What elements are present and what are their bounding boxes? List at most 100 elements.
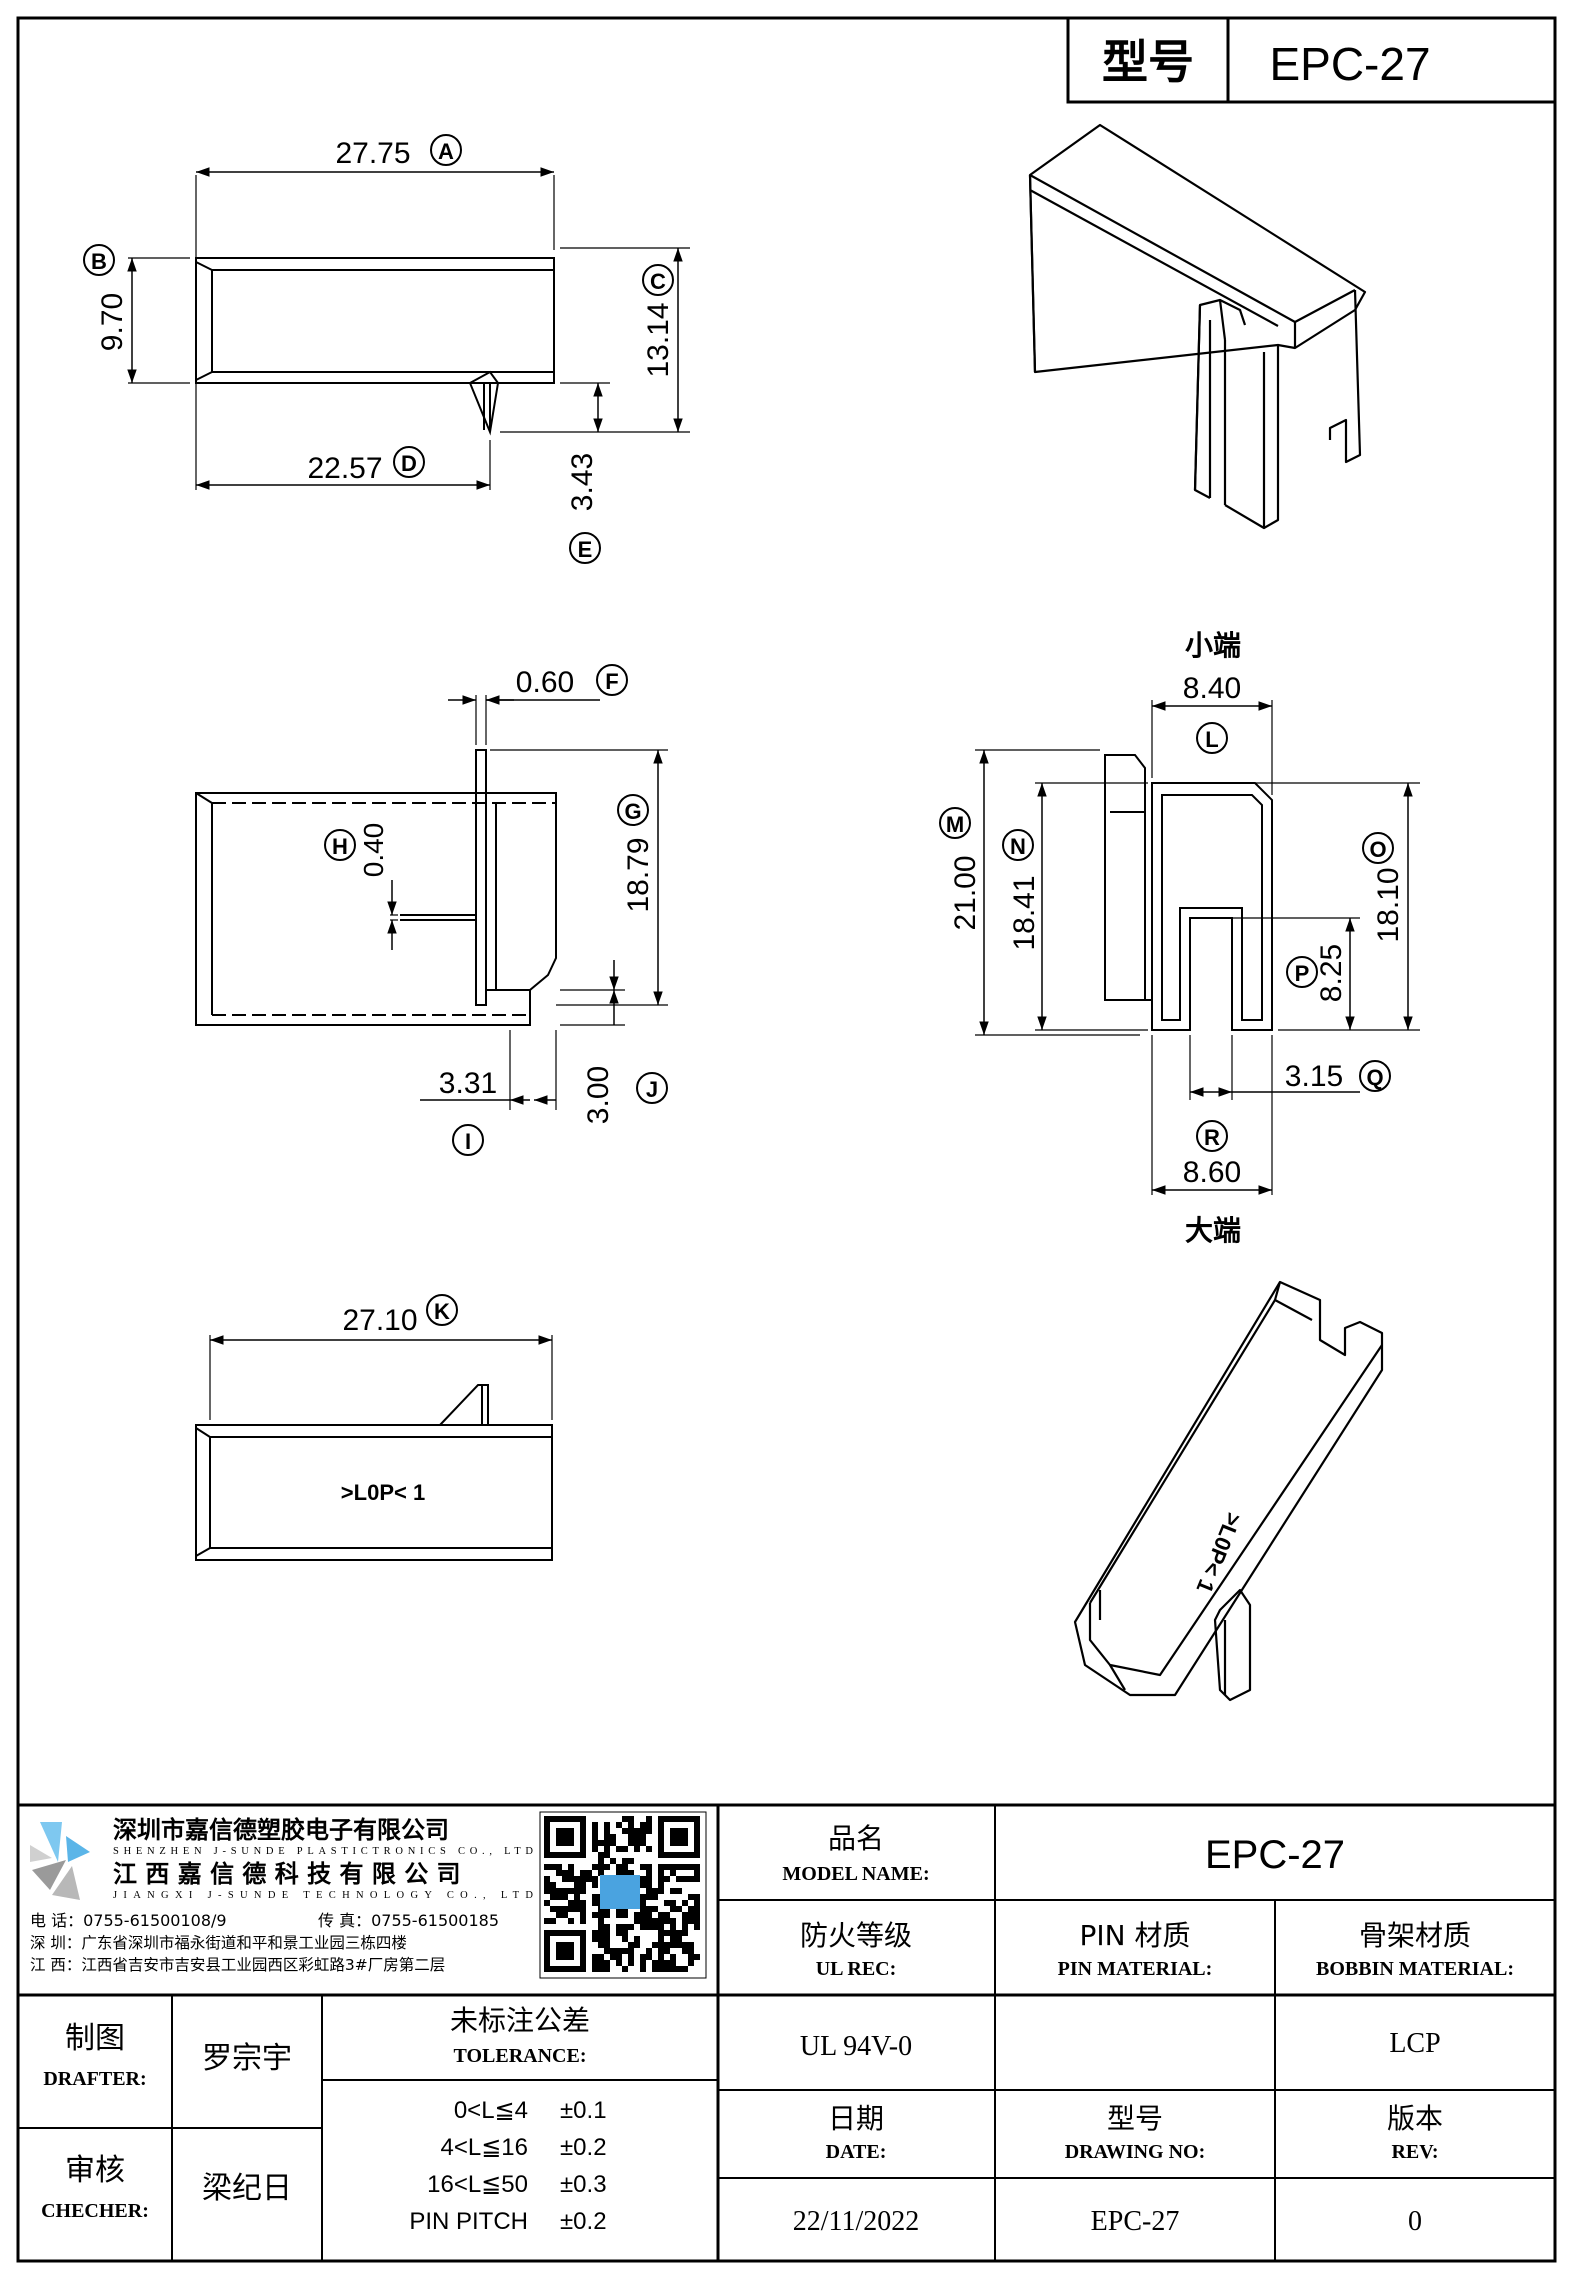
dim-L-value: 8.40 <box>1183 672 1241 705</box>
large-end-label: 大端 <box>1185 1214 1241 1247</box>
dim-A-value: 27.75 <box>335 137 410 170</box>
bobbin-material-value: LCP <box>1389 2028 1440 2059</box>
rev-cn: 版本 <box>1387 2102 1443 2135</box>
svg-text:R: R <box>1204 1125 1220 1150</box>
svg-text:Q: Q <box>1366 1065 1383 1090</box>
part-mark-iso-text: >L0P< 1 <box>1192 1509 1247 1597</box>
ul-rec-value: UL 94V-0 <box>800 2031 912 2062</box>
company-name-jx: 江 西 嘉 信 德 科 技 有 限 公 司 <box>113 1860 461 1888</box>
tolerance-value: ±0.3 <box>560 2171 607 2198</box>
dim-M-value: 21.00 <box>949 855 982 930</box>
company-address-jx: 江 西：江西省吉安市吉安县工业园西区彩虹路3#厂房第二层 <box>30 1956 445 1974</box>
checker-en: CHECHER: <box>41 2200 149 2222</box>
dim-E-label: E <box>569 532 601 564</box>
svg-text:M: M <box>946 812 964 837</box>
drawing-no-en: DRAWING NO: <box>1065 2141 1206 2163</box>
small-end-label: 小端 <box>1185 629 1241 662</box>
drawing-no-value: EPC-27 <box>1091 2206 1180 2237</box>
svg-text:A: A <box>438 139 454 164</box>
svg-text:B: B <box>91 249 107 274</box>
dim-O-value: 18.10 <box>1372 867 1405 942</box>
model-name-en: MODEL NAME: <box>782 1863 929 1885</box>
model-name-value: EPC-27 <box>1205 1833 1345 1877</box>
header-model-value: EPC-27 <box>1269 38 1430 90</box>
model-name-cn: 品名 <box>828 1822 884 1855</box>
tolerance-range: 4<L≦16 <box>440 2134 528 2161</box>
tolerance-range: PIN PITCH <box>409 2208 528 2235</box>
pin-material-cn: PIN 材质 <box>1080 1919 1191 1952</box>
dim-N-label: N <box>1002 829 1034 861</box>
svg-text:I: I <box>465 1129 471 1154</box>
title-block <box>18 1803 1555 2261</box>
dim-L-label: L <box>1196 722 1228 754</box>
dim-R-value: 8.60 <box>1183 1156 1241 1189</box>
dim-I-value: 3.31 <box>439 1067 497 1100</box>
isometric-view-bottom <box>1073 1280 1384 1702</box>
dim-H-label: H <box>324 829 356 861</box>
svg-text:H: H <box>332 834 348 859</box>
dim-H-value: 0.40 <box>358 823 389 878</box>
tolerance-range: 16<L≦50 <box>427 2171 528 2198</box>
ul-rec-cn: 防火等级 <box>800 1919 912 1952</box>
dim-G-label: G <box>617 794 649 826</box>
date-en: DATE: <box>826 2141 887 2163</box>
svg-text:J: J <box>646 1077 658 1102</box>
dim-Q-label: Q <box>1359 1060 1391 1092</box>
end-view <box>975 700 1420 1195</box>
tolerance-value: ±0.1 <box>560 2097 607 2124</box>
dim-N-value: 18.41 <box>1008 875 1041 950</box>
svg-text:P: P <box>1295 961 1310 986</box>
company-name-sz-en: SHENZHEN J-SUNDE PLASTICTRONICS CO., LTD <box>113 1846 533 1857</box>
bobbin-material-en: BOBBIN MATERIAL: <box>1316 1958 1514 1980</box>
drawing-no-cn: 型号 <box>1107 2102 1163 2135</box>
svg-text:F: F <box>605 669 618 694</box>
part-mark-text: >L0P< 1 <box>341 1480 425 1505</box>
rev-en: REV: <box>1391 2141 1438 2163</box>
company-address-sz: 深 圳：广东省深圳市福永街道和平和景工业园三栋四楼 <box>30 1934 407 1952</box>
tolerance-table: 0<L≦4 ±0.1 4<L≦16 ±0.2 16<L≦50 ±0.3 PIN … <box>409 2097 606 2235</box>
header-model-box: 型号 EPC-27 <box>1066 16 1557 104</box>
dim-B-label: B <box>83 244 115 276</box>
side-view <box>195 695 668 1110</box>
dim-C-value: 13.14 <box>642 302 675 377</box>
company-name-sz: 深圳市嘉信德塑胶电子有限公司 <box>113 1816 449 1844</box>
dim-E-value: 3.43 <box>566 453 599 511</box>
date-value: 22/11/2022 <box>793 2206 920 2237</box>
svg-text:O: O <box>1369 837 1386 862</box>
dim-K-label: K <box>426 1294 458 1326</box>
svg-text:D: D <box>401 451 417 476</box>
sheet-border <box>16 16 1557 2263</box>
checker-cn: 审核 <box>65 2153 125 2188</box>
svg-text:N: N <box>1010 834 1026 859</box>
tolerance-en: TOLERANCE: <box>454 2045 587 2067</box>
rev-value: 0 <box>1408 2206 1422 2237</box>
svg-text:L: L <box>1205 727 1218 752</box>
dim-R-label: R <box>1196 1120 1228 1152</box>
date-cn: 日期 <box>828 2102 884 2135</box>
tolerance-value: ±0.2 <box>560 2208 607 2235</box>
dim-G-value: 18.79 <box>622 837 655 912</box>
dim-M-label: M <box>939 807 971 839</box>
header-model-label: 型号 <box>1102 35 1194 89</box>
checker-value: 梁纪日 <box>202 2171 292 2206</box>
tolerance-value: ±0.2 <box>560 2134 607 2161</box>
dim-Q-value: 3.15 <box>1285 1060 1343 1093</box>
dim-B-value: 9.70 <box>96 293 129 351</box>
tolerance-range: 0<L≦4 <box>454 2097 528 2124</box>
front-view <box>127 167 690 490</box>
drafter-en: DRAFTER: <box>43 2068 146 2090</box>
dim-J-label: J <box>636 1072 668 1104</box>
dim-D-value: 22.57 <box>307 452 382 485</box>
drafter-value: 罗宗宇 <box>202 2041 292 2076</box>
company-logo <box>30 1822 90 1900</box>
dim-D-label: D <box>393 446 425 478</box>
company-phone: 电 话：0755-61500108/9 <box>30 1911 227 1930</box>
svg-text:C: C <box>650 269 666 294</box>
ul-rec-en: UL REC: <box>816 1958 897 1980</box>
dim-C-label: C <box>642 264 674 296</box>
svg-text:K: K <box>434 1299 450 1324</box>
drafter-cn: 制图 <box>65 2021 125 2056</box>
dim-P-value: 8.25 <box>1315 944 1348 1002</box>
dim-F-value: 0.60 <box>516 666 574 699</box>
